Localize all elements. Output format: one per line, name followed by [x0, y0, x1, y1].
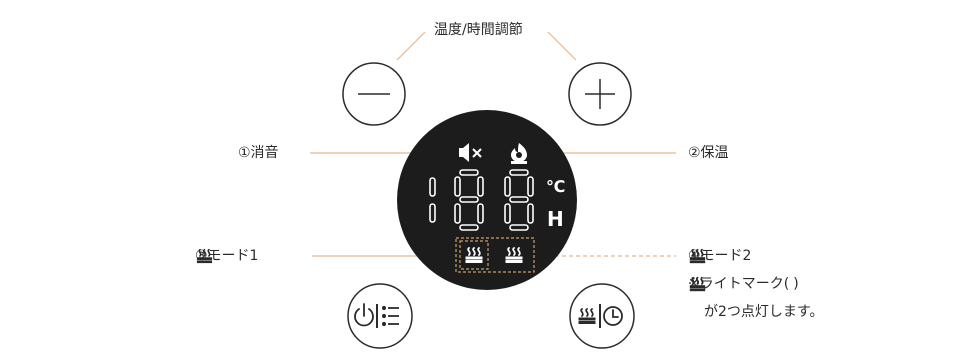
mode1-label: ③モード1 — [195, 248, 259, 264]
power-icon — [354, 303, 374, 327]
mode1-label-row: ③モード1 — [195, 247, 258, 265]
hour-unit: H — [547, 207, 564, 231]
leader-line-minus — [396, 31, 426, 61]
lights-note-prefix: ※ライトマーク( — [688, 276, 790, 292]
leader-line-plus — [547, 31, 577, 61]
lights-note-suffix: ) — [793, 276, 799, 292]
clock-icon — [603, 306, 623, 326]
digit-1 — [429, 177, 436, 223]
mode2-highlight-box — [455, 237, 535, 273]
display-panel — [397, 110, 577, 290]
digit-2 — [454, 169, 484, 231]
celsius-unit: ℃ — [546, 177, 565, 196]
lights-note-row: ※ライトマーク( ) — [688, 275, 799, 293]
keep-warm-label: ②保温 — [688, 145, 729, 161]
seven-segment-display — [429, 169, 534, 231]
flame-icon[interactable] — [511, 143, 527, 164]
mode-indicators — [455, 237, 535, 273]
plus-button[interactable] — [568, 62, 632, 126]
mode1-highlight-box — [459, 240, 489, 270]
lights-note-line2: が2つ点灯します。 — [704, 304, 824, 320]
steam-heat-icon — [196, 248, 213, 264]
mute-label: ①消音 — [238, 145, 279, 161]
adjust-label: 温度/時間調節 — [434, 22, 523, 38]
steam-heat-icon — [689, 276, 706, 292]
mode2-label-row: ④モード2 — [688, 247, 751, 265]
leader-lines — [310, 31, 676, 257]
mode-timer-button[interactable] — [569, 283, 635, 349]
minus-button[interactable] — [342, 62, 406, 126]
power-menu-button[interactable] — [347, 283, 413, 349]
mode2-label: ④モード2 — [688, 248, 752, 264]
mute-speaker-icon[interactable] — [459, 143, 482, 162]
steam-heat-icon — [689, 248, 706, 264]
list-icon — [381, 305, 399, 327]
plus-icon — [585, 79, 615, 109]
digit-3 — [504, 169, 534, 231]
